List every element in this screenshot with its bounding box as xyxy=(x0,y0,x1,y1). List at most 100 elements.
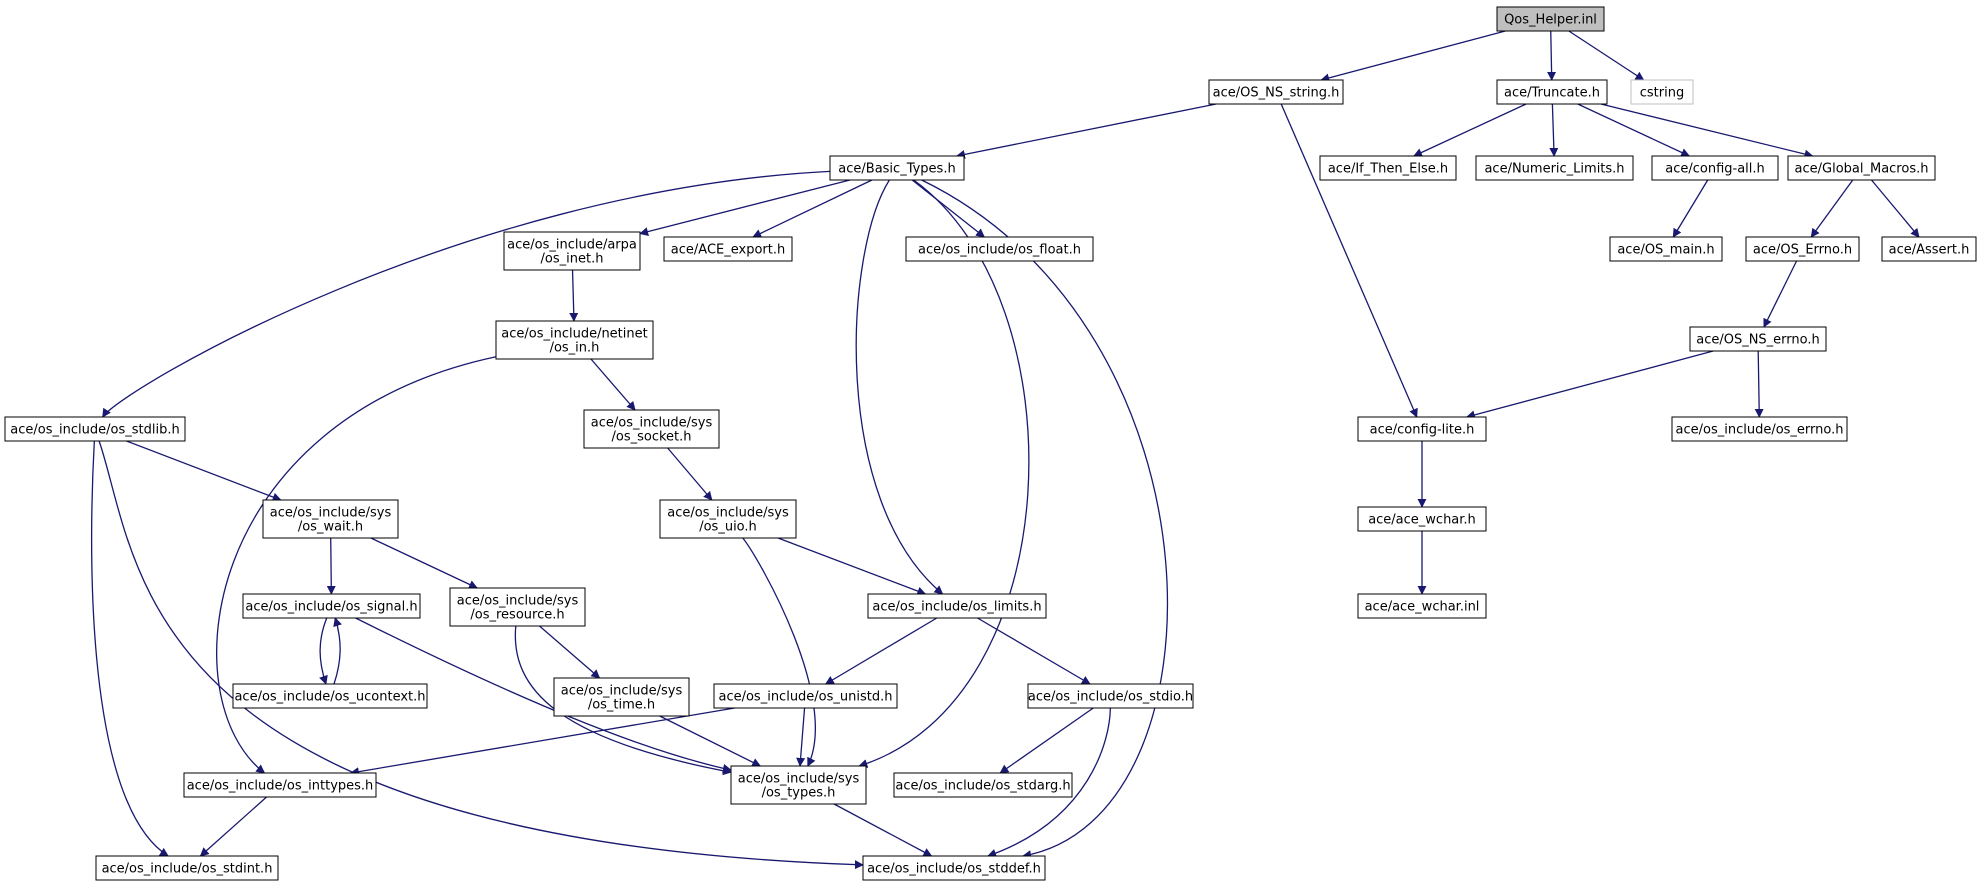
node-box xyxy=(232,683,428,709)
edge-os_stdio-to-os_stddef xyxy=(987,707,1112,858)
node-label: ace/os_include/os_stdio.h xyxy=(1028,690,1193,705)
node-os-ns-string[interactable]: ace/OS_NS_string.h xyxy=(1208,79,1344,105)
node-config-lite[interactable]: ace/config-lite.h xyxy=(1357,416,1487,442)
node-box xyxy=(1208,79,1344,105)
node-label: Qos_Helper.inl xyxy=(1504,13,1597,28)
node-os-errno[interactable]: ace/os_include/os_errno.h xyxy=(1671,416,1848,442)
node-numeric-limits[interactable]: ace/Numeric_Limits.h xyxy=(1475,155,1634,181)
node-box xyxy=(1475,155,1634,181)
node-ace-wchar-inl[interactable]: ace/ace_wchar.inl xyxy=(1357,593,1487,619)
node-label: ace/Numeric_Limits.h xyxy=(1484,162,1624,177)
node-sys-resource[interactable]: ace/os_include/sys/os_resource.h xyxy=(449,587,586,627)
node-label: ace/os_include/sys xyxy=(591,416,713,431)
edge-basic_types-to-sys_types xyxy=(858,179,1030,768)
node-label: ace/os_include/os_unistd.h xyxy=(718,690,892,705)
node-label: ace/os_include/sys xyxy=(270,506,392,521)
node-qos-helper[interactable]: Qos_Helper.inl xyxy=(1496,6,1605,32)
node-label: ace/os_include/os_stdlib.h xyxy=(10,423,179,438)
edge-sys_wait-to-os_signal xyxy=(326,537,336,595)
node-label: ace/ace_wchar.inl xyxy=(1365,600,1480,615)
node-box xyxy=(495,320,654,360)
node-label: /os_resource.h xyxy=(470,608,564,623)
node-label: /os_socket.h xyxy=(611,430,691,445)
node-label: /os_in.h xyxy=(550,341,600,356)
edge-os_stdlib-to-sys_wait xyxy=(126,440,282,502)
edge-truncate-to-if_then_else xyxy=(1413,103,1527,157)
node-box xyxy=(1609,236,1723,262)
node-label: ace/os_include/os_signal.h xyxy=(245,600,417,615)
edge-global_macros-to-os_errno_cls xyxy=(1810,179,1854,238)
node-os-stdarg[interactable]: ace/os_include/os_stdarg.h xyxy=(893,772,1073,798)
node-label: cstring xyxy=(1640,86,1684,101)
node-box xyxy=(4,416,186,442)
node-box xyxy=(1496,79,1608,105)
node-os-errno-cls[interactable]: ace/OS_Errno.h xyxy=(1745,236,1860,262)
node-box xyxy=(1881,236,1977,262)
node-os-inttypes[interactable]: ace/os_include/os_inttypes.h xyxy=(183,772,377,798)
node-truncate[interactable]: ace/Truncate.h xyxy=(1496,79,1608,105)
node-cstring[interactable]: cstring xyxy=(1630,79,1694,105)
node-os-main[interactable]: ace/OS_main.h xyxy=(1609,236,1723,262)
node-box xyxy=(1689,326,1827,352)
node-label: ace/config-lite.h xyxy=(1370,423,1475,438)
node-os-stddef[interactable]: ace/os_include/os_stddef.h xyxy=(862,855,1046,881)
edge-basic_types-to-os_limits xyxy=(855,179,944,595)
node-box xyxy=(503,231,641,271)
edge-os_stdlib-to-os_stddef xyxy=(98,440,864,870)
node-box xyxy=(893,772,1073,798)
node-netinet-in[interactable]: ace/os_include/netinet/os_in.h xyxy=(495,320,654,360)
node-label: ace/os_include/os_errno.h xyxy=(1676,423,1844,438)
edge-basic_types-to-ace_export xyxy=(752,179,873,238)
node-config-all[interactable]: ace/config-all.h xyxy=(1651,155,1779,181)
node-box xyxy=(663,236,793,262)
node-os-ns-errno[interactable]: ace/OS_NS_errno.h xyxy=(1689,326,1827,352)
node-label: ace/OS_NS_string.h xyxy=(1213,86,1340,101)
edge-sys_time-to-sys_types xyxy=(659,715,762,767)
node-label: ace/OS_NS_errno.h xyxy=(1696,333,1820,348)
edge-sys_wait-to-sys_resource xyxy=(370,537,478,589)
edge-basic_types-to-arpa_inet xyxy=(639,179,851,236)
node-basic-types[interactable]: ace/Basic_Types.h xyxy=(829,155,965,181)
node-label: ace/os_include/os_stddef.h xyxy=(867,862,1041,877)
node-ace-export[interactable]: ace/ACE_export.h xyxy=(663,236,793,262)
node-os-stdint[interactable]: ace/os_include/os_stdint.h xyxy=(95,855,279,881)
node-sys-socket[interactable]: ace/os_include/sys/os_socket.h xyxy=(583,409,720,449)
edge-os_ns_errno-to-config_lite xyxy=(1465,350,1714,420)
node-label: /os_uio.h xyxy=(699,520,757,535)
edge-qos_helper-to-os_ns_string xyxy=(1320,30,1506,83)
edge-basic_types-to-os_stdlib xyxy=(102,170,831,418)
node-label: ace/ACE_export.h xyxy=(671,243,785,258)
node-os-unistd[interactable]: ace/os_include/os_unistd.h xyxy=(713,683,898,709)
node-box xyxy=(905,236,1094,262)
node-label: ace/ace_wchar.h xyxy=(1368,513,1476,528)
node-label: ace/OS_main.h xyxy=(1617,243,1714,258)
node-ace-wchar-h[interactable]: ace/ace_wchar.h xyxy=(1357,506,1487,532)
node-box xyxy=(262,499,399,539)
node-arpa-inet[interactable]: ace/os_include/arpa/os_inet.h xyxy=(503,231,641,271)
edge-os_limits-to-os_unistd xyxy=(824,617,938,685)
edge-sys_resource-to-sys_time xyxy=(539,625,601,679)
node-os-limits[interactable]: ace/os_include/os_limits.h xyxy=(867,593,1047,619)
edge-os_ns_string-to-config_lite xyxy=(1280,103,1418,418)
node-os-ucontext[interactable]: ace/os_include/os_ucontext.h xyxy=(232,683,428,709)
node-assert[interactable]: ace/Assert.h xyxy=(1881,236,1977,262)
node-label: /os_time.h xyxy=(588,698,655,713)
node-label: ace/Assert.h xyxy=(1889,243,1970,258)
node-label: ace/os_include/os_ucontext.h xyxy=(234,690,425,705)
node-os-stdlib[interactable]: ace/os_include/os_stdlib.h xyxy=(4,416,186,442)
node-box xyxy=(95,855,279,881)
node-sys-wait[interactable]: ace/os_include/sys/os_wait.h xyxy=(262,499,399,539)
node-if-then-else[interactable]: ace/If_Then_Else.h xyxy=(1319,155,1457,181)
node-sys-uio[interactable]: ace/os_include/sys/os_uio.h xyxy=(659,499,797,539)
node-sys-time[interactable]: ace/os_include/sys/os_time.h xyxy=(553,677,690,717)
node-label: /os_wait.h xyxy=(298,520,363,535)
node-os-stdio[interactable]: ace/os_include/os_stdio.h xyxy=(1027,683,1194,709)
node-os-signal[interactable]: ace/os_include/os_signal.h xyxy=(242,593,421,619)
node-box xyxy=(659,499,797,539)
node-sys-types[interactable]: ace/os_include/sys/os_types.h xyxy=(730,765,867,805)
node-label: /os_types.h xyxy=(762,786,836,801)
node-global-macros[interactable]: ace/Global_Macros.h xyxy=(1787,155,1936,181)
node-os-float[interactable]: ace/os_include/os_float.h xyxy=(905,236,1094,262)
edge-config_all-to-os_main xyxy=(1672,179,1709,238)
